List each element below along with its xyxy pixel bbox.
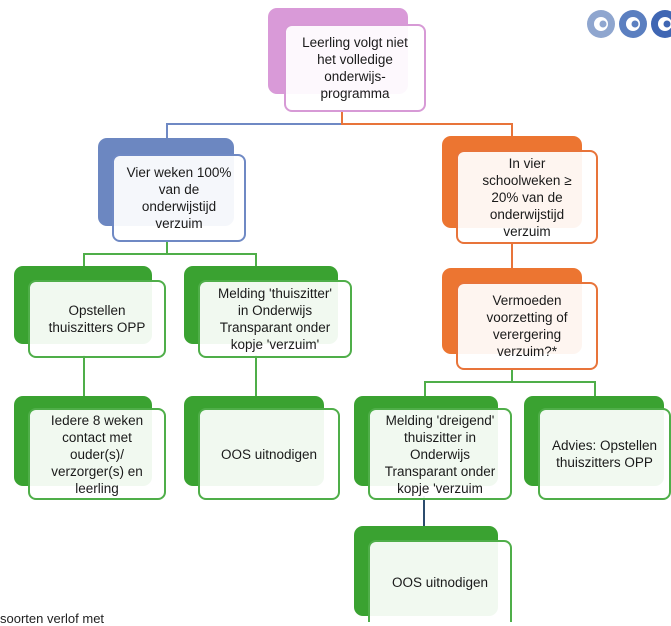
connector-left-up — [166, 123, 168, 139]
node-left-label: Vier weken 100% van de onderwijstijd ver… — [112, 154, 246, 242]
node-root-label: Leerling volgt niet het volledige onderw… — [284, 24, 426, 112]
footer-text: soorten verlof met — [0, 611, 105, 626]
connector-right-to-r1 — [511, 242, 513, 270]
connector-r2b-up — [594, 381, 596, 397]
node-melding-dreigend: Melding 'dreigend' thuiszitter in Onderw… — [354, 396, 512, 500]
connector-l1-up — [83, 253, 85, 267]
node-melding-thuiszitter: Melding 'thuiszitter' in Onderwijs Trans… — [184, 266, 352, 358]
connector-l2-up — [255, 253, 257, 267]
connector-top-horizontal-right — [341, 123, 512, 125]
node-advies: Advies: Opstellen thuiszitters OPP — [524, 396, 671, 500]
node-vermoeden: Vermoeden voorzetting of verergering ver… — [442, 268, 598, 370]
connector-left-down — [166, 240, 168, 254]
node-right-label: In vier schoolweken ≥ 20% van de onderwi… — [456, 150, 598, 244]
node-contact: Iedere 8 weken contact met ouder(s)/ ver… — [14, 396, 166, 500]
node-oos-right-label: OOS uitnodigen — [368, 540, 512, 622]
connector-right-branch — [424, 381, 596, 383]
connector-l1-to-l1b — [83, 355, 85, 397]
node-vermoeden-label: Vermoeden voorzetting of verergering ver… — [456, 282, 598, 370]
connector-r2a-to-r3 — [423, 496, 425, 540]
node-root: Leerling volgt niet het volledige onderw… — [268, 8, 428, 112]
node-melding-dreigend-label: Melding 'dreigend' thuiszitter in Onderw… — [368, 408, 512, 500]
connector-l2-to-l2b — [255, 355, 257, 397]
node-oos-left: OOS uitnodigen — [184, 396, 340, 500]
connector-r2a-up — [424, 381, 426, 397]
connector-top-horizontal-left — [167, 123, 342, 125]
swirl-logo-icon — [587, 10, 671, 38]
node-opp: Opstellen thuiszitters OPP — [14, 266, 166, 358]
connector-r1-down — [511, 368, 513, 382]
node-contact-label: Iedere 8 weken contact met ouder(s)/ ver… — [28, 408, 166, 500]
node-advies-label: Advies: Opstellen thuiszitters OPP — [538, 408, 671, 500]
connector-root-down — [341, 110, 343, 124]
node-oos-right: OOS uitnodigen — [354, 526, 512, 622]
node-left: Vier weken 100% van de onderwijstijd ver… — [98, 138, 246, 242]
node-opp-label: Opstellen thuiszitters OPP — [28, 280, 166, 358]
node-melding-thuiszitter-label: Melding 'thuiszitter' in Onderwijs Trans… — [198, 280, 352, 358]
connector-right-up — [511, 123, 513, 139]
connector-left-branch — [83, 253, 257, 255]
node-right: In vier schoolweken ≥ 20% van de onderwi… — [442, 136, 598, 244]
node-oos-left-label: OOS uitnodigen — [198, 408, 340, 500]
